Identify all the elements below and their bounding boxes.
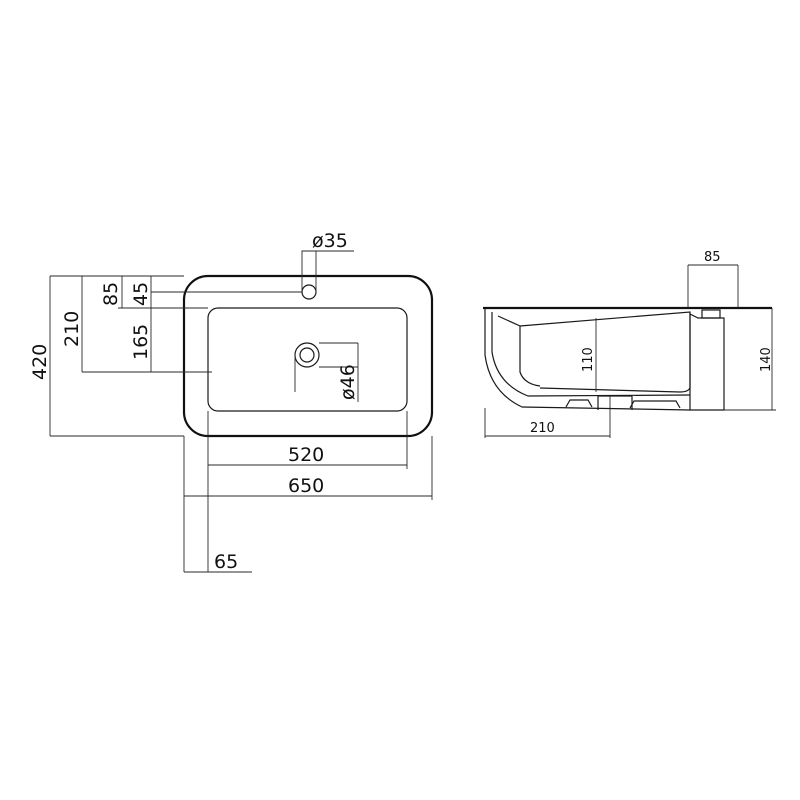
dim-total-depth: 420 bbox=[29, 344, 51, 380]
dim-tap-offset: 45 bbox=[130, 282, 152, 306]
dim-bowl-offset: 210 bbox=[61, 311, 83, 347]
plan-view: ø35 ø46 420 210 85 45 165 520 650 65 bbox=[29, 230, 434, 573]
left-wall-inner bbox=[497, 315, 541, 387]
tap-top bbox=[701, 309, 721, 319]
tap-body bbox=[689, 313, 725, 411]
plan-dimension-lines bbox=[49, 250, 433, 573]
dim-tap-hole: ø35 bbox=[312, 230, 348, 252]
dim-bottom-width: 210 bbox=[530, 421, 555, 436]
dim-bowl-width: 520 bbox=[288, 444, 324, 466]
tap-hole bbox=[301, 284, 317, 300]
dim-total-width: 650 bbox=[288, 475, 324, 497]
dim-total-height: 140 bbox=[759, 347, 774, 372]
basin-inner-bowl bbox=[207, 307, 408, 412]
dim-top-width: 85 bbox=[704, 250, 721, 265]
dim-drain: ø46 bbox=[337, 364, 359, 400]
basin-outer-outline bbox=[182, 274, 434, 438]
dim-rim-side: 65 bbox=[214, 551, 238, 573]
side-view: 85 110 140 210 bbox=[483, 250, 776, 438]
bowl-interior bbox=[519, 311, 691, 393]
drain-outer bbox=[294, 342, 320, 368]
dim-rim-top: 85 bbox=[100, 282, 122, 306]
basin-inner-shell bbox=[491, 312, 691, 397]
basin-outer-shell bbox=[484, 308, 691, 411]
drain-notch-2 bbox=[629, 400, 681, 409]
drain-notch bbox=[565, 399, 593, 408]
side-dimension-lines bbox=[484, 264, 776, 438]
dim-bowl-to-drain: 165 bbox=[130, 324, 152, 360]
dim-inner-depth: 110 bbox=[581, 347, 596, 372]
drain-inner bbox=[299, 347, 315, 363]
